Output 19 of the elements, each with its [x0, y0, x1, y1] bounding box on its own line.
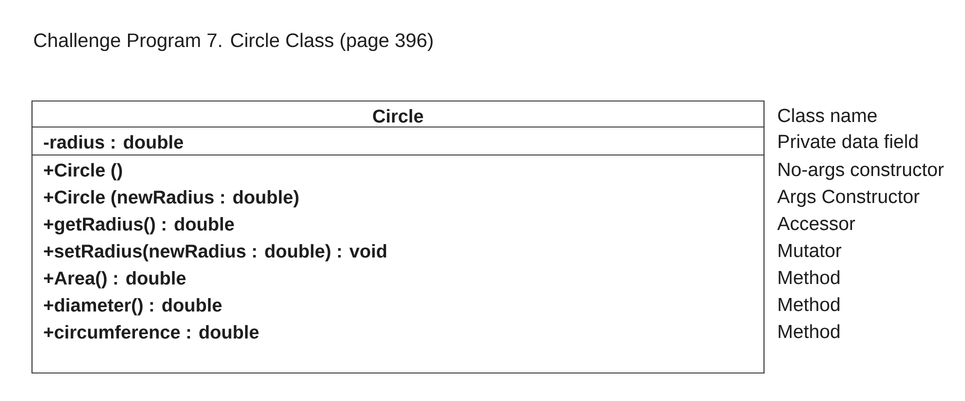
annotation-text: Method — [778, 324, 840, 338]
operation-text: +Circle () — [44, 163, 122, 180]
annotation-text: Args Constructor — [777, 190, 920, 207]
operation-text: +Area() : double — [44, 271, 186, 288]
operation-text: +getRadius() : double — [44, 217, 234, 234]
attribute-compartment: -radius : double — [31, 126, 765, 156]
class-name-compartment: Circle — [31, 100, 765, 128]
annotation-text: No-args constructor — [778, 162, 944, 180]
annotation-text: Accessor — [777, 216, 856, 230]
annotation-text: Class name — [778, 108, 877, 122]
title: Challenge Program 7. Circle Class (page 396) — [34, 32, 433, 52]
annotation-text: Private data field — [778, 134, 918, 148]
operation-text: +diameter() : double — [44, 298, 222, 316]
operation-text: +Circle (newRadius : double) — [44, 190, 298, 208]
operation-text: +setRadius(newRadius : double) : void — [44, 244, 386, 262]
annotation-text: Method — [778, 270, 840, 284]
annotation-text: Mutator — [778, 244, 842, 258]
annotation-text: Method — [778, 297, 840, 312]
operation-text: +circumference : double — [44, 325, 259, 339]
